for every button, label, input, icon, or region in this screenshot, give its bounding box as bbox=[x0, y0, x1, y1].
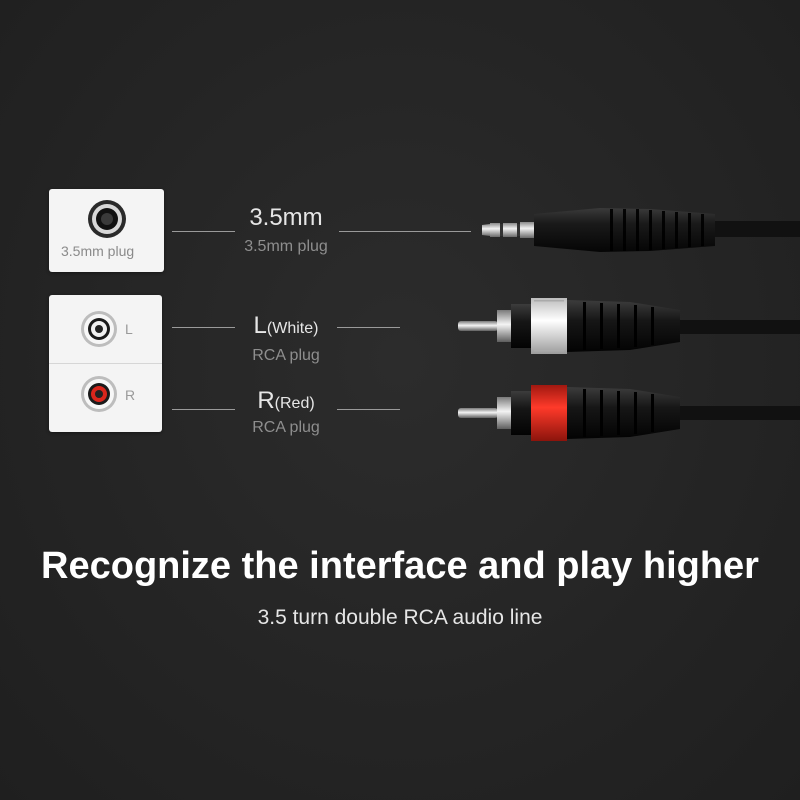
plug-left-color: (White) bbox=[266, 320, 319, 337]
plug-right-subtitle: RCA plug bbox=[252, 419, 320, 436]
rca-left-jack-icon bbox=[81, 311, 117, 347]
plug-left-title: L(White) bbox=[236, 312, 336, 340]
plug-35mm-subtitle: 3.5mm plug bbox=[244, 238, 328, 255]
rca-left-plug-illustration bbox=[458, 298, 800, 354]
connector-line bbox=[172, 409, 235, 410]
headline: Recognize the interface and play higher bbox=[41, 545, 759, 587]
jack-35mm-label: 3.5mm plug bbox=[61, 243, 135, 259]
rca-card-divider bbox=[49, 363, 162, 364]
plug-right-title: R(Red) bbox=[236, 387, 336, 415]
plug-35mm-illustration bbox=[482, 208, 800, 252]
plug-left-subtitle: RCA plug bbox=[252, 347, 320, 364]
plug-right-letter: R bbox=[257, 387, 275, 414]
rca-right-jack-icon bbox=[81, 376, 117, 412]
jack-35mm-icon bbox=[88, 200, 126, 238]
tagline: 3.5 turn double RCA audio line bbox=[257, 606, 543, 629]
connector-line bbox=[172, 231, 235, 232]
connector-line bbox=[172, 327, 235, 328]
connector-line bbox=[339, 231, 471, 232]
plug-left-letter: L bbox=[253, 312, 267, 339]
connector-line bbox=[337, 327, 400, 328]
rca-right-plug-illustration bbox=[458, 385, 800, 441]
rca-jack-card: L R bbox=[49, 295, 162, 432]
plug-right-color: (Red) bbox=[274, 395, 315, 412]
connector-line bbox=[337, 409, 400, 410]
rca-left-letter: L bbox=[125, 321, 133, 337]
rca-right-letter: R bbox=[125, 387, 136, 403]
plug-35mm-title: 3.5mm bbox=[249, 204, 323, 231]
jack-35mm-card: 3.5mm plug bbox=[49, 189, 164, 272]
